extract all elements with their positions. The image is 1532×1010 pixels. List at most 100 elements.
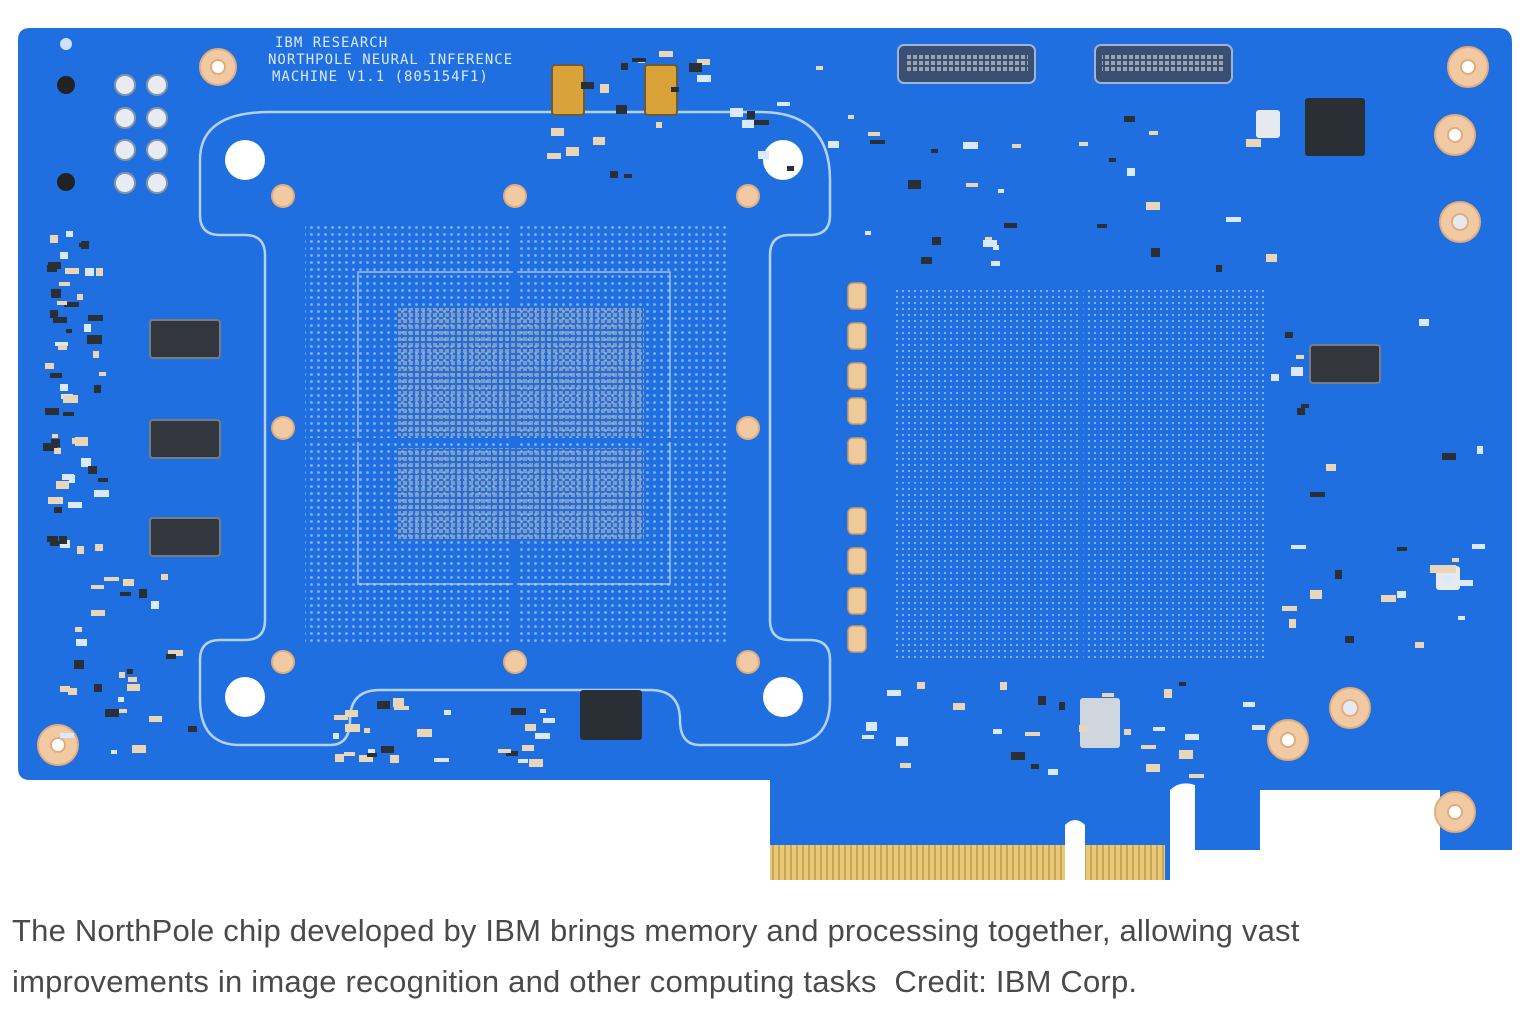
smd-part <box>1310 492 1325 497</box>
smd-part <box>60 252 68 259</box>
heatsink-outline <box>198 110 832 747</box>
smd-part <box>377 701 390 709</box>
smd-part <box>57 301 67 305</box>
smd-part <box>511 708 526 715</box>
smd-part <box>65 268 79 274</box>
smd-part <box>95 544 103 551</box>
smd-part <box>105 709 119 717</box>
smd-part <box>434 758 449 762</box>
smd-part <box>334 715 348 720</box>
smd-part <box>547 153 561 159</box>
smd-part <box>632 58 646 62</box>
smd-part <box>1452 558 1459 562</box>
smd-part <box>777 102 790 106</box>
smd-part <box>393 698 404 707</box>
smd-part <box>94 490 109 497</box>
smd-part <box>161 574 168 580</box>
smd-part <box>93 351 99 358</box>
smd-part <box>76 639 87 646</box>
smd-part <box>1179 682 1186 686</box>
smd-part <box>1153 727 1165 731</box>
smd-part <box>1310 590 1322 599</box>
smd-part <box>535 733 550 739</box>
test-pad <box>847 322 867 350</box>
smd-part <box>68 502 82 508</box>
smd-part <box>730 108 743 117</box>
smd-part <box>931 149 938 153</box>
smd-part <box>69 475 75 483</box>
smd-part <box>390 755 399 763</box>
fpga-array <box>895 290 1265 662</box>
smd-part <box>1291 367 1303 376</box>
smd-part <box>1146 764 1160 772</box>
smd-part <box>921 257 932 264</box>
smd-part <box>132 745 146 753</box>
smd-part <box>610 171 618 178</box>
smd-part <box>1189 774 1204 778</box>
smd-part <box>56 481 69 489</box>
smd-part <box>1109 158 1116 162</box>
smd-part <box>1216 265 1222 272</box>
northpole-die-bottom <box>398 448 644 540</box>
smd-part <box>1458 616 1465 620</box>
smd-part <box>998 189 1004 193</box>
smd-part <box>697 75 711 82</box>
test-pad <box>847 547 867 575</box>
smd-part <box>381 746 394 753</box>
smd-part <box>104 577 119 581</box>
smd-part <box>543 718 555 723</box>
smd-part <box>848 115 854 119</box>
smd-part <box>364 728 370 733</box>
smd-part <box>1097 224 1107 228</box>
smd-part <box>1477 446 1483 454</box>
smd-part <box>84 324 91 332</box>
smd-part <box>168 650 183 656</box>
smd-part <box>1226 217 1241 222</box>
smd-part <box>991 261 1000 266</box>
inductors <box>149 319 1381 557</box>
smd-part <box>94 684 102 692</box>
smd-part <box>1179 750 1193 759</box>
image-caption: The NorthPole chip developed by IBM brin… <box>12 905 1512 1007</box>
smd-part <box>75 437 88 446</box>
northpole-die-top <box>398 308 644 436</box>
smd-part <box>1397 547 1407 551</box>
smd-part <box>865 231 871 235</box>
smd-part <box>81 458 91 467</box>
smd-part <box>525 724 536 731</box>
smd-part <box>335 754 344 762</box>
smd-part <box>48 262 61 269</box>
smd-part <box>1127 168 1135 176</box>
smd-part <box>394 706 409 710</box>
smd-part <box>963 142 978 149</box>
smd-part <box>59 536 67 544</box>
smd-part <box>816 66 823 70</box>
smd-part <box>828 141 839 148</box>
smd-part <box>58 345 67 350</box>
smd-part <box>1419 319 1429 326</box>
smd-part <box>368 749 375 753</box>
smd-part <box>74 660 84 669</box>
smd-part <box>754 120 769 125</box>
smd-part <box>1442 576 1454 581</box>
silkscreen-line-2: NORTHPOLE NEURAL INFERENCE <box>268 52 513 68</box>
smd-part <box>600 84 609 93</box>
smd-part <box>506 751 518 756</box>
header-pins <box>114 74 168 194</box>
smd-part <box>742 120 754 128</box>
smd-part <box>1460 580 1473 586</box>
smd-part <box>1079 142 1088 146</box>
smd-part <box>60 384 68 391</box>
smd-part <box>417 729 432 737</box>
smd-part <box>75 627 82 632</box>
smd-part <box>66 231 73 237</box>
smd-components <box>43 51 1485 778</box>
smd-part <box>1291 545 1306 549</box>
smd-part <box>1243 702 1255 707</box>
smd-part <box>868 132 880 136</box>
test-pad <box>847 437 867 465</box>
smd-part <box>54 448 61 454</box>
smd-part <box>99 372 106 376</box>
test-pad <box>847 397 867 425</box>
